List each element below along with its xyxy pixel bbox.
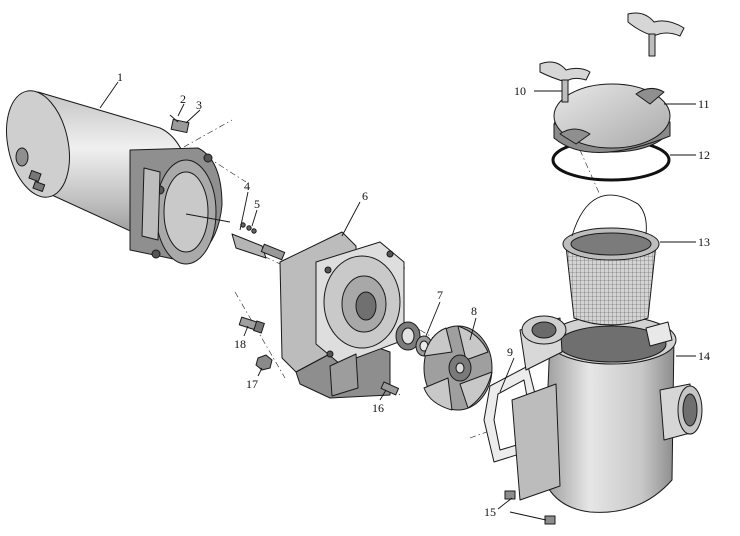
impeller (423, 325, 493, 411)
callout-18: 18 (234, 337, 246, 351)
callout-labels: 1 2 3 4 5 6 7 8 9 10 11 12 13 14 15 16 1… (117, 70, 710, 519)
callout-14: 14 (698, 349, 710, 363)
bracket-part-3 (170, 118, 190, 134)
screw-part-2 (169, 114, 179, 123)
motor (6, 90, 231, 265)
strainer-lid (553, 83, 671, 153)
callout-4: 4 (244, 179, 250, 193)
callout-1: 1 (117, 70, 123, 84)
callout-10: 10 (514, 84, 526, 98)
callout-leaders (99, 81, 696, 521)
screws-part-5 (240, 222, 257, 234)
callout-15: 15 (484, 505, 496, 519)
pump-housing (511, 315, 703, 513)
callout-6: 6 (362, 189, 368, 203)
callout-16: 16 (372, 401, 384, 415)
callout-2: 2 (180, 92, 186, 106)
seal-plate (279, 231, 405, 399)
callout-9: 9 (507, 345, 513, 359)
lid-knob-right (627, 12, 685, 57)
callout-3: 3 (196, 98, 202, 112)
strainer-basket (562, 194, 660, 326)
callout-13: 13 (698, 235, 710, 249)
bolt-part-18 (238, 316, 265, 334)
callout-11: 11 (698, 97, 710, 111)
callout-12: 12 (698, 148, 710, 162)
callout-8: 8 (471, 304, 477, 318)
callout-5: 5 (254, 197, 260, 211)
bolt-part-16 (380, 381, 400, 396)
shaft-extension (231, 233, 286, 261)
callout-7: 7 (437, 288, 443, 302)
callout-17: 17 (246, 377, 258, 391)
nut-part-17 (255, 354, 273, 371)
lid-knob-left (539, 61, 591, 103)
